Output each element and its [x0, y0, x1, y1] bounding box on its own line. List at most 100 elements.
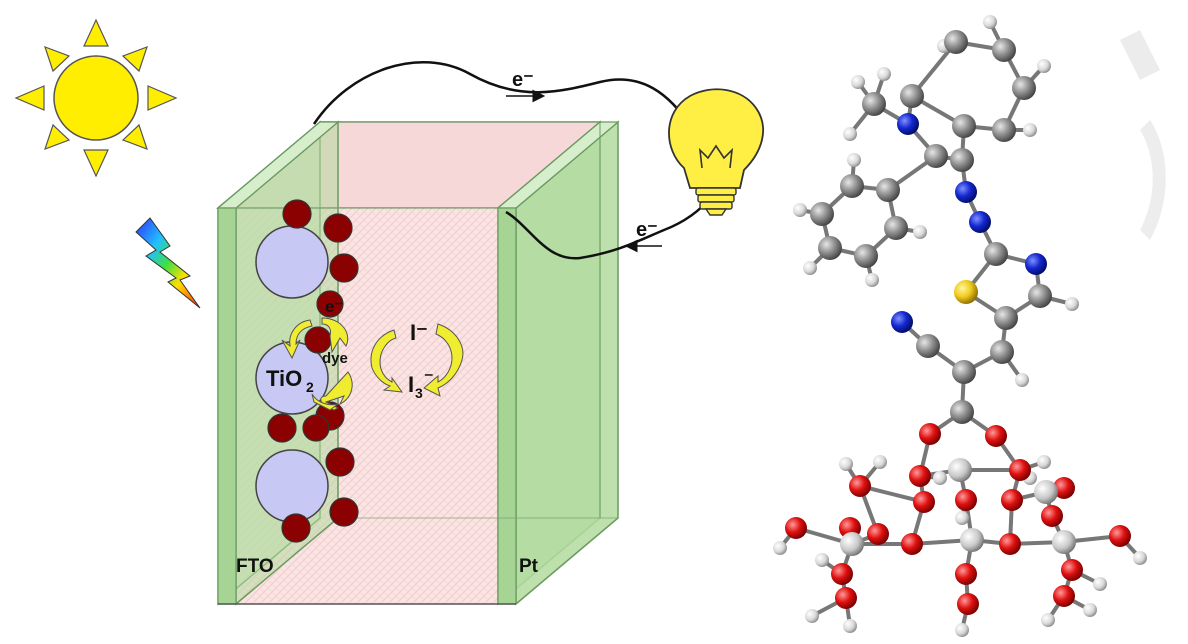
carbon-atom [950, 400, 974, 424]
dye-molecules [267, 199, 359, 543]
hydrogen-atom [843, 619, 857, 633]
titanium-atom [840, 532, 864, 556]
pt-label: Pt [519, 556, 539, 577]
oxygen-atom [1061, 559, 1083, 581]
carbon-atom [990, 340, 1014, 364]
carbon-atom [950, 148, 974, 172]
hydrogen-atom [803, 261, 817, 275]
carbon-atom [944, 30, 968, 54]
hydrogen-atom [1083, 603, 1097, 617]
oxygen-atom [867, 523, 889, 545]
hydrogen-atom [1023, 123, 1037, 137]
hydrogen-atom [793, 203, 807, 217]
carbon-atom [924, 144, 948, 168]
carbon-atom [994, 306, 1018, 330]
wire-top [312, 61, 696, 133]
carbon-atom [984, 242, 1008, 266]
dye-molecule-model [773, 15, 1147, 637]
oxygen-atom [1009, 459, 1031, 481]
lightning-icon [135, 217, 201, 309]
oxygen-atom [919, 423, 941, 445]
oxygen-atom [985, 425, 1007, 447]
dye-electron-label: e⁻ [325, 297, 343, 316]
electron-bottom-label: e⁻ [636, 219, 658, 241]
hydrogen-atom [773, 541, 787, 555]
triiodide-label: I [408, 372, 414, 397]
hydrogen-atom [851, 75, 865, 89]
hydrogen-atom [955, 511, 969, 525]
hydrogen-atom [983, 15, 997, 29]
hydrogen-atom [815, 553, 829, 567]
carbon-atom [1028, 284, 1052, 308]
redox-arrows [281, 317, 464, 411]
carbon-atom [1012, 76, 1036, 100]
oxygen-atom [1053, 585, 1075, 607]
carbon-atom [840, 174, 864, 198]
oxygen-atom [913, 491, 935, 513]
nitrogen-atom [897, 113, 919, 135]
oxygen-atom [901, 533, 923, 555]
carbon-atom [862, 92, 886, 116]
carbon-atom [992, 38, 1016, 62]
tio2-particle [255, 225, 329, 299]
electron-top-label: e⁻ [512, 69, 534, 91]
oxygen-atom [1001, 489, 1023, 511]
fto-label: FTO [236, 556, 274, 577]
oxygen-atom [835, 587, 857, 609]
oxygen-atom [1053, 477, 1075, 499]
iodide-label: I⁻ [410, 320, 428, 345]
hydrogen-atom [1037, 59, 1051, 73]
oxygen-atom [955, 563, 977, 585]
hydrogen-atom [955, 623, 969, 637]
oxygen-atom [785, 517, 807, 539]
oxygen-atom [1109, 525, 1131, 547]
nitrogen-atom [891, 311, 913, 333]
hydrogen-atom [1041, 613, 1055, 627]
hydrogen-atom [933, 471, 947, 485]
oxygen-atom [955, 489, 977, 511]
dye-label: dye [322, 350, 348, 367]
oxygen-atom [957, 593, 979, 615]
oxygen-atom [909, 465, 931, 487]
oxygen-atom [1041, 505, 1063, 527]
hydrogen-atom [1037, 455, 1051, 469]
sulfur-atom [954, 280, 978, 304]
titanium-atom [948, 458, 972, 482]
nitrogen-atom [1025, 253, 1047, 275]
hydrogen-atom [1093, 577, 1107, 591]
hydrogen-atom [877, 67, 891, 81]
watermark [1120, 30, 1166, 240]
light-bulb-icon [668, 88, 765, 216]
hydrogen-atom [913, 225, 927, 239]
carbon-atom [916, 334, 940, 358]
hydrogen-atom [873, 455, 887, 469]
titanium-atom [960, 528, 984, 552]
tio2-particles [255, 225, 329, 523]
carbon-atom [952, 114, 976, 138]
hydrogen-atom [843, 127, 857, 141]
hydrogen-atom [839, 457, 853, 471]
carbon-atom [876, 178, 900, 202]
carbon-atom [952, 360, 976, 384]
hydrogen-atom [865, 273, 879, 287]
titanium-atom [1034, 480, 1058, 504]
sun-icon [14, 18, 178, 178]
tio2-subscript: 2 [306, 379, 314, 395]
carbon-atom [854, 244, 878, 268]
carbon-atom [810, 202, 834, 226]
hydrogen-atom [805, 609, 819, 623]
tio2-label: TiO [266, 366, 302, 391]
hydrogen-atom [1065, 297, 1079, 311]
tio2-particle [255, 449, 329, 523]
oxygen-atom [999, 533, 1021, 555]
carbon-atom [818, 236, 842, 260]
carbon-atom [900, 84, 924, 108]
carbon-atom [884, 216, 908, 240]
carbon-atom [992, 118, 1016, 142]
nitrogen-atom [969, 211, 991, 233]
triiodide-superscript: ⁻ [424, 368, 434, 388]
titanium-atom [1052, 530, 1076, 554]
wire-bottom [505, 195, 713, 260]
